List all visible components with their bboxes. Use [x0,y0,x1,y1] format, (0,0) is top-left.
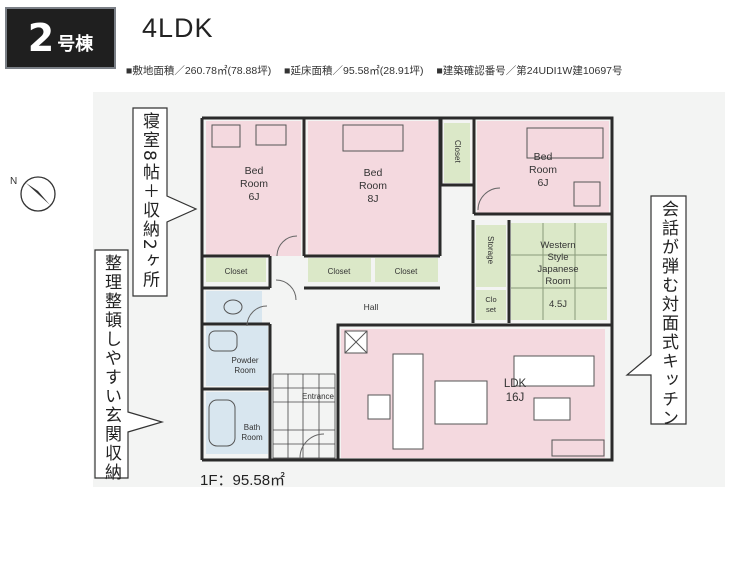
western-label-3: Japanese [537,264,578,275]
bed3-label-2: Room [529,164,557,176]
storage-label: Storage [486,236,495,265]
bath-label-1: Bath [244,423,260,432]
japanese-room [511,223,607,320]
bed1-label-2: Room [240,178,268,190]
compass-north: N [10,176,17,187]
closet-2-label: Closet [328,267,351,276]
site-area: ■敷地面積／260.78㎡(78.88坪) [126,65,272,77]
building-number: 2 [27,16,55,60]
closet-small-label-1: Clo [485,295,496,304]
closet-small-label-2: set [486,305,497,314]
bed2-label-2: Room [359,180,387,192]
entrance-label: Entrance [302,392,335,401]
ldk-label-2: 16J [506,392,525,404]
western-label-1: Western [540,240,575,251]
callout-shapes [94,107,687,479]
furniture [208,124,605,457]
powder-label-1: Powder [231,356,258,365]
closet-3 [375,258,438,282]
bed2-label-3: 8J [367,193,378,205]
bed1-label-1: Bed [245,165,264,177]
powder-label-2: Room [234,366,256,375]
building-suffix: 号棟 [57,34,94,55]
bed1-label-3: 6J [248,191,259,203]
entrance-callout: 整理整頓しやすい玄関収納 [101,254,121,482]
building-permit-number: ■建築確認番号／第24UDI1W建10697号 [436,65,623,77]
hall-label: Hall [364,302,379,312]
closet-small [476,290,506,320]
ldk-label-1: LDK [504,378,527,390]
closet-2 [308,258,371,282]
closet-vertical [444,123,470,183]
closet-vertical-label: Closet [453,140,462,163]
bedroom-2 [308,121,438,256]
bath-label-2: Room [241,433,263,442]
bed2-label-1: Bed [364,167,383,179]
western-label-5: 4.5J [549,299,567,310]
closet-3-label: Closet [395,267,418,276]
bedroom-callout: 寝室8帖＋収納2ヶ所 [139,112,159,290]
layout-type: 4LDK [142,13,214,43]
tatami-lines [511,223,607,320]
building-number-badge: 2 号棟 [5,7,116,69]
kitchen-callout: 会話が弾む対面式キッチン [658,200,678,428]
compass: N [8,170,56,218]
bed3-label-3: 6J [537,177,548,189]
bed3-label-1: Bed [534,151,553,163]
bath-room [206,392,268,454]
closet-1-label: Closet [225,267,248,276]
doors [246,187,501,459]
closet-1 [206,258,266,282]
spec-line: ■敷地面積／260.78㎡(78.88坪) ■延床面積／95.58㎡(28.91… [126,63,633,78]
compass-icon: N [10,176,56,212]
bedroom-1 [206,121,301,256]
western-label-4: Room [545,276,570,287]
floor-area: ■延床面積／95.58㎡(28.91坪) [284,65,424,77]
walls [200,116,614,462]
western-label-2: Style [547,252,568,263]
floor-area-label: 1F：95.58㎡ [200,472,286,489]
bedroom-3 [477,121,609,214]
toilet [206,291,262,323]
storage [476,225,506,287]
entrance-tiles [272,373,336,459]
